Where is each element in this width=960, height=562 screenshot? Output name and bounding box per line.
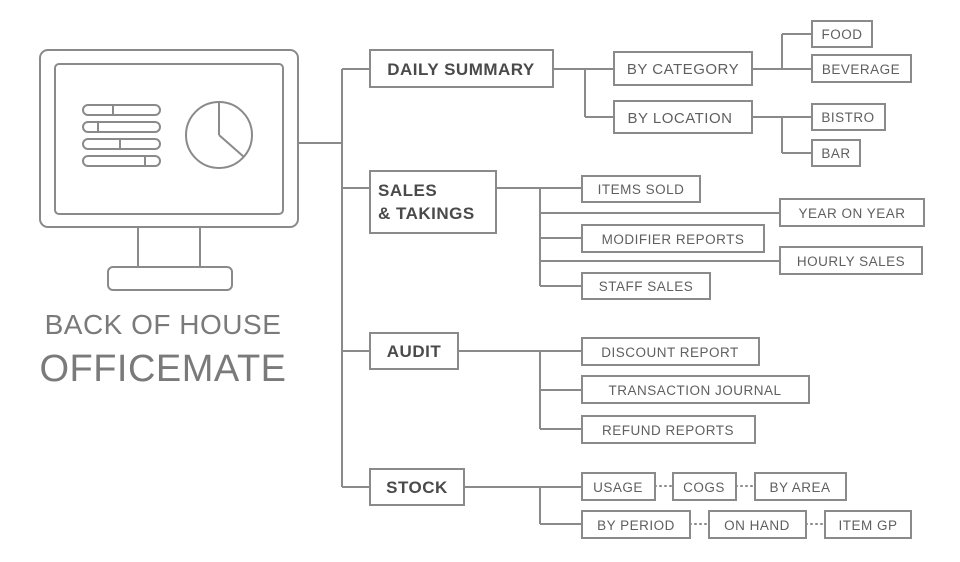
items-sold-label: ITEMS SOLD [598, 182, 685, 197]
food-label: FOOD [822, 27, 863, 42]
discount-report-box [581, 337, 760, 366]
bar-label: BAR [821, 146, 850, 161]
staff-sales-box [581, 272, 711, 300]
daily-summary-label: DAILY SUMMARY [387, 60, 535, 79]
year-on-year-box [779, 198, 925, 227]
cogs-box [672, 472, 737, 501]
audit-connectors [458, 350, 582, 430]
by-period-box [581, 510, 691, 539]
audit-box [369, 332, 459, 370]
modifier-reports-label: MODIFIER REPORTS [602, 232, 745, 247]
stock-connectors [464, 485, 826, 525]
trunk-connectors [298, 68, 370, 488]
by-category-box [613, 51, 753, 86]
on-hand-box [708, 510, 807, 539]
transaction-journal-box [581, 375, 810, 404]
bar-box [811, 139, 861, 167]
sales-takings-box [369, 170, 497, 234]
sales-takings-label-2: & TAKINGS [378, 204, 475, 223]
beverage-box [811, 54, 912, 83]
usage-label: USAGE [593, 480, 643, 495]
year-on-year-label: YEAR ON YEAR [798, 206, 905, 221]
bistro-label: BISTRO [821, 110, 874, 125]
sales-takings-connectors [496, 187, 780, 287]
item-gp-box [824, 510, 912, 539]
by-area-box [754, 472, 847, 501]
by-location-box [613, 100, 753, 134]
refund-reports-label: REFUND REPORTS [602, 423, 734, 438]
discount-report-label: DISCOUNT REPORT [601, 345, 739, 360]
items-sold-box [581, 175, 701, 203]
by-area-label: BY AREA [769, 480, 830, 495]
cogs-label: COGS [683, 480, 725, 495]
usage-box [581, 472, 656, 501]
bistro-box [811, 103, 886, 131]
hourly-sales-label: HOURLY SALES [797, 254, 905, 269]
hourly-sales-box [779, 246, 923, 275]
refund-reports-box [581, 415, 756, 444]
food-box [811, 20, 873, 48]
beverage-label: BEVERAGE [822, 62, 900, 77]
monitor-icon [39, 49, 299, 291]
item-gp-label: ITEM GP [838, 518, 897, 533]
audit-label: AUDIT [387, 342, 442, 361]
brand-line-1: BACK OF HOUSE [45, 309, 282, 340]
pie-chart-icon [185, 101, 253, 169]
stock-label: STOCK [386, 478, 448, 497]
daily-summary-connectors [553, 33, 812, 154]
modifier-reports-box [581, 224, 765, 253]
by-period-label: BY PERIOD [597, 518, 675, 533]
brand-line-2: OFFICEMATE [39, 348, 286, 390]
sales-takings-label-1: SALES [378, 181, 437, 200]
by-category-label: BY CATEGORY [627, 61, 739, 78]
staff-sales-label: STAFF SALES [599, 279, 694, 294]
transaction-journal-label: TRANSACTION JOURNAL [608, 383, 781, 398]
on-hand-label: ON HAND [724, 518, 790, 533]
list-bars-icon [82, 104, 161, 167]
by-location-label: BY LOCATION [628, 110, 733, 127]
